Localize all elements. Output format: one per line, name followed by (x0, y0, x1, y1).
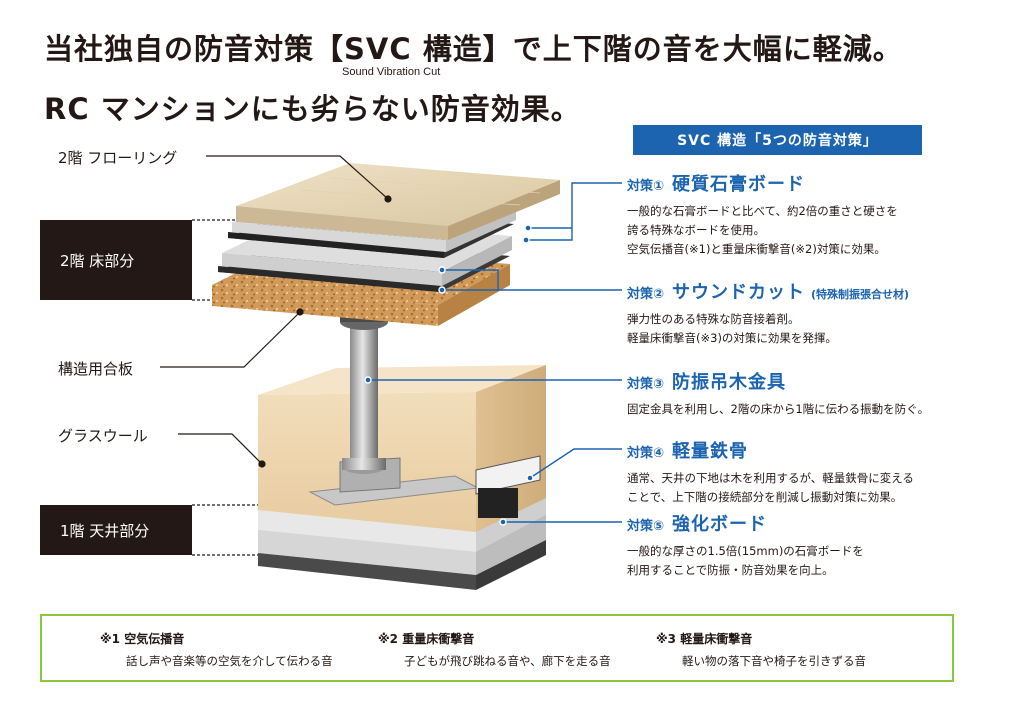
footnote-3-head: ※3 軽量床衝撃音 (656, 632, 753, 646)
measure-4-number: 対策④ (627, 446, 665, 461)
headline-subcaption: Sound Vibration Cut (342, 66, 441, 78)
measure-5: 対策⑤ 強化ボード 一般的な厚さの1.5倍(15mm)の石膏ボードを 利用するこ… (627, 510, 1007, 580)
measure-1: 対策① 硬質石膏ボード 一般的な石膏ボードと比べて、約2倍の重さと硬さを 誇る特… (627, 170, 1007, 259)
measure-3-desc-line: 固定金具を利用し、2階の床から1階に伝わる振動を防ぐ。 (627, 402, 930, 416)
footnote-2-desc: 子どもが飛び跳ねる音や、廊下を走る音 (404, 654, 611, 668)
measure-4-desc-line: 通常、天井の下地は木を利用するが、軽量鉄骨に変える (627, 471, 914, 485)
measure-1-desc-line: 一般的な石膏ボードと比べて、約2倍の重さと硬さを (627, 204, 898, 218)
measure-4-desc-line: ことで、上下階の接続部分を削減し振動対策に効果。 (627, 490, 903, 504)
left-leader-lines (160, 155, 392, 556)
measure-1-number: 対策① (627, 179, 665, 194)
label-2f-flooring: 2階 フローリング (58, 149, 178, 167)
footnote-2: ※2 重量床衝撃音 子どもが飛び跳ねる音や、廊下を走る音 (378, 630, 611, 669)
measure-5-desc-line: 一般的な厚さの1.5倍(15mm)の石膏ボードを (627, 544, 864, 558)
measure-2-note: (特殊制振張合せ材) (811, 288, 910, 301)
measure-3: 対策③ 防振吊木金具 固定金具を利用し、2階の床から1階に伝わる振動を防ぐ。 (627, 368, 1007, 419)
footnote-1-head: ※1 空気伝播音 (100, 632, 185, 646)
measure-4-title: 軽量鉄骨 (672, 441, 749, 462)
measure-3-number: 対策③ (627, 377, 665, 392)
footnote-1: ※1 空気伝播音 話し声や音楽等の空気を介して伝わる音 (100, 630, 333, 669)
measure-1-desc-line: 空気伝播音(※1)と重量床衝撃音(※2)対策に効果。 (627, 242, 886, 256)
measure-4: 対策④ 軽量鉄骨 通常、天井の下地は木を利用するが、軽量鉄骨に変える ことで、上… (627, 437, 1007, 507)
measure-5-title: 強化ボード (672, 514, 768, 535)
footnote-3: ※3 軽量床衝撃音 軽い物の落下音や椅子を引きずる音 (656, 630, 866, 669)
svc-banner: SVC 構造「5つの防音対策」 (633, 125, 922, 155)
label-glasswool: グラスウール (58, 427, 148, 445)
measure-1-desc-line: 誇る特殊なボードを使用。 (627, 223, 765, 237)
measure-3-title: 防振吊木金具 (672, 372, 787, 393)
label-1f-ceiling-section-text: 1階 天井部分 (60, 521, 150, 540)
label-1f-ceiling-section: 1階 天井部分 (40, 505, 192, 555)
label-2f-floor-section-text: 2階 床部分 (60, 251, 135, 270)
measure-2-desc-line: 弾力性のある特殊な防音接着剤。 (627, 312, 800, 326)
measure-1-title: 硬質石膏ボード (672, 174, 806, 195)
measure-2-desc-line: 軽量床衝撃音(※3)の対策に効果を発揮。 (627, 331, 837, 345)
measure-5-desc-line: 利用することで防振・防音効果を向上。 (627, 563, 834, 577)
right-leader-lines (364, 182, 622, 526)
ceiling-box-1f (258, 365, 546, 590)
headline-line1: 当社独自の防音対策【SVC 構造】で上下階の音を大幅に軽減。 (44, 32, 903, 66)
footnote-3-desc: 軽い物の落下音や椅子を引きずる音 (682, 654, 866, 668)
footnote-1-desc: 話し声や音楽等の空気を介して伝わる音 (126, 654, 333, 668)
measure-2-number: 対策② (627, 287, 665, 302)
floor-slab-2f (212, 163, 560, 326)
measure-5-number: 対策⑤ (627, 519, 665, 534)
footnote-box: ※1 空気伝播音 話し声や音楽等の空気を介して伝わる音 ※2 重量床衝撃音 子ど… (40, 614, 954, 682)
footnote-2-head: ※2 重量床衝撃音 (378, 632, 475, 646)
headline-line2: RC マンションにも劣らない防音効果。 (44, 92, 581, 126)
measure-2: 対策② サウンドカット (特殊制振張合せ材) 弾力性のある特殊な防音接着剤。 軽… (627, 278, 1007, 348)
label-2f-floor-section: 2階 床部分 (40, 220, 192, 300)
label-plywood: 構造用合板 (58, 360, 134, 378)
measure-2-title: サウンドカット (672, 282, 806, 303)
